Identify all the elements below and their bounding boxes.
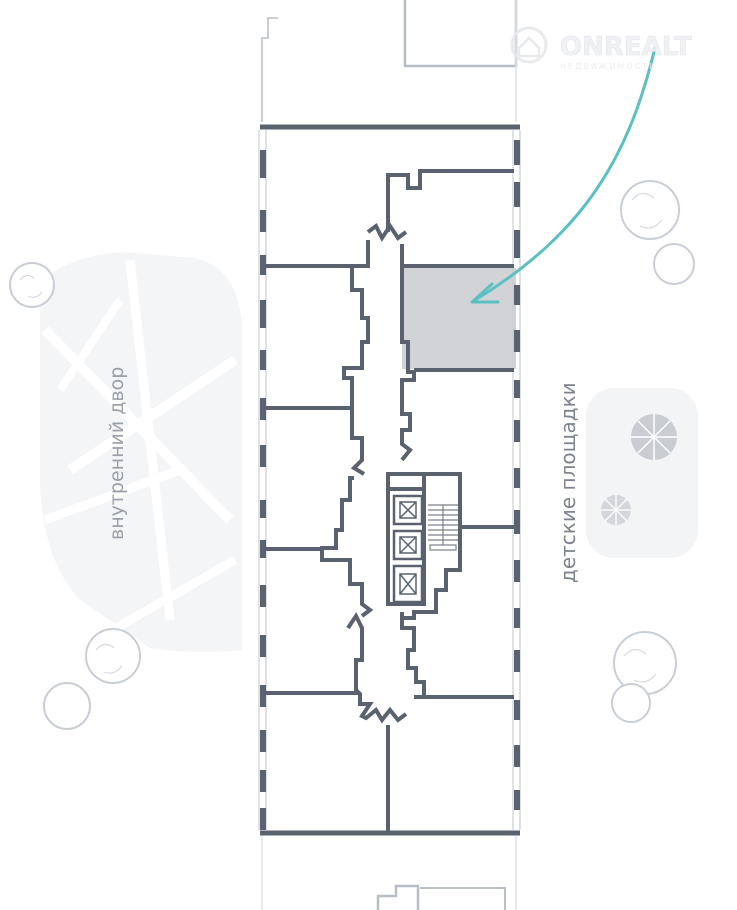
arrow-pointer-icon	[470, 46, 657, 304]
elevator-icon	[392, 494, 424, 604]
building-core	[386, 472, 462, 620]
courtyard-label: внутренний двор	[106, 367, 128, 540]
playgrounds-label: детские площадки	[556, 382, 580, 583]
central-corridor	[320, 222, 426, 724]
courtyard-landscape	[40, 252, 242, 653]
interior-walls	[266, 169, 514, 833]
logo-house-icon	[510, 26, 548, 64]
stairs-icon	[428, 504, 458, 551]
watermark-tagline: НЕДВИЖИМОСТЬ	[560, 62, 657, 71]
tree-icon	[9, 180, 695, 730]
playground-area	[586, 388, 698, 558]
watermark-brand: ONREALT	[560, 32, 692, 62]
watermark-logo: ONREALT НЕДВИЖИМОСТЬ	[510, 26, 692, 71]
facade-piers	[260, 140, 520, 830]
